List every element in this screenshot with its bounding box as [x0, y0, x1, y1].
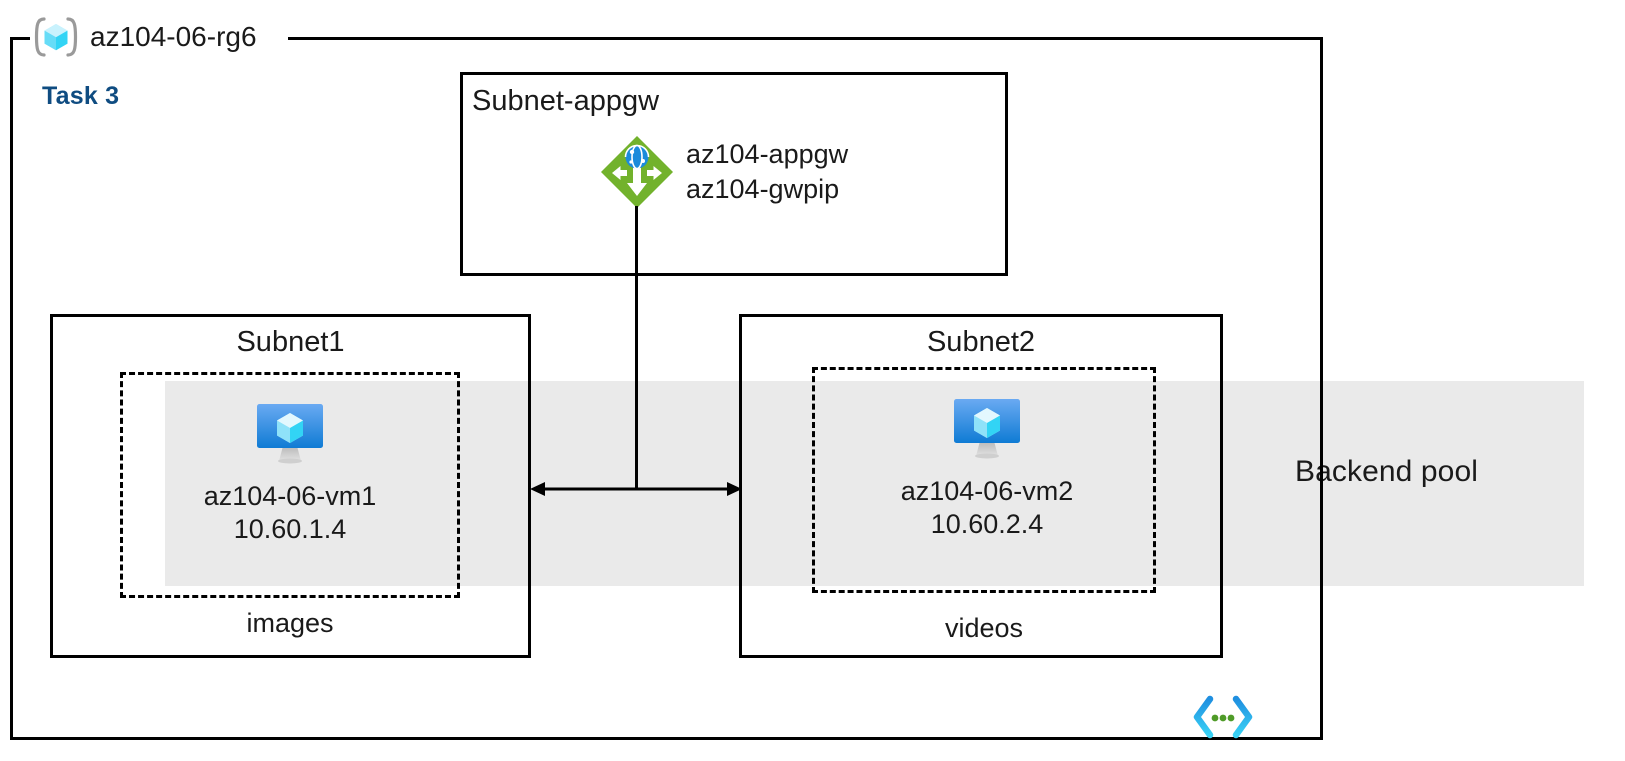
subnet1-box: [50, 314, 531, 658]
subnet-appgw-title: Subnet-appgw: [472, 85, 660, 117]
resource-group-title: az104-06-rg6: [30, 6, 265, 68]
vm2-ip: 10.60.2.4: [930, 508, 1044, 539]
backend-pool-label: Backend pool: [1295, 455, 1479, 488]
appgw-public-ip-name: az104-gwpip: [686, 174, 840, 204]
resource-group-boundary: [10, 37, 1323, 740]
resource-group-name: az104-06-rg6: [90, 21, 257, 52]
vm1-ip: 10.60.1.4: [233, 513, 347, 544]
subnet1-caption: images: [246, 608, 334, 638]
backend-pool-band: [165, 381, 1584, 586]
vm2-name: az104-06-vm2: [900, 476, 1074, 506]
vm1-name: az104-06-vm1: [203, 481, 377, 511]
application-gateway-node: az104-appgw az104-gwpip: [598, 133, 848, 211]
virtual-machine-icon: [949, 393, 1025, 463]
appgw-vertical-connector: [635, 206, 638, 490]
resource-group-cube-icon: [34, 16, 78, 58]
resource-group-border-top-left: [10, 37, 38, 40]
subnet-appgw-box: [460, 72, 1008, 276]
subnet1-title: Subnet1: [236, 326, 345, 358]
application-gateway-icon: [598, 133, 676, 211]
vm1-node: az104-06-vm1 10.60.1.4: [165, 398, 415, 546]
subnet2-title: Subnet2: [926, 326, 1036, 358]
subnet2-box: [739, 314, 1223, 658]
subnet1-dashed-scope: [120, 372, 460, 598]
application-gateway-labels: az104-appgw az104-gwpip: [686, 137, 848, 207]
code-brackets-icon: [1193, 695, 1253, 739]
virtual-machine-icon: [252, 398, 328, 468]
vm2-node: az104-06-vm2 10.60.2.4: [862, 393, 1112, 541]
task-label: Task 3: [42, 82, 120, 110]
subnet-bus-double-arrow: [530, 482, 742, 496]
subnet2-dashed-scope: [812, 367, 1156, 593]
resource-group-border-top-right: [288, 37, 1323, 40]
appgw-resource-name: az104-appgw: [686, 138, 849, 169]
subnet2-caption: videos: [944, 613, 1024, 643]
